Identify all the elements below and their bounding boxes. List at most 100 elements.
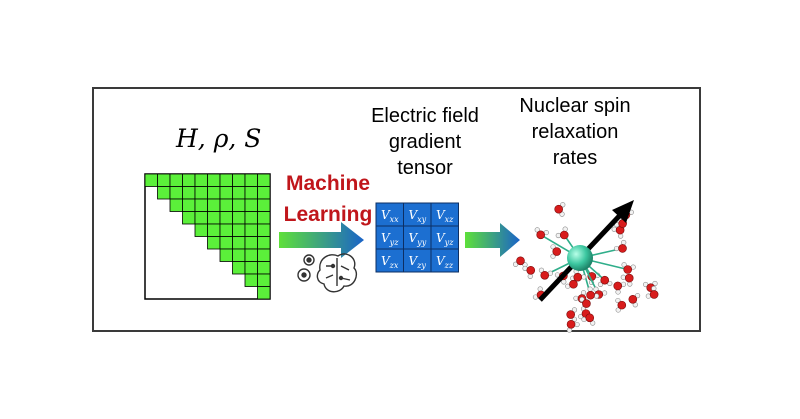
tensor-cell-label: Vzx <box>381 254 399 270</box>
matrix-cell <box>232 223 246 237</box>
oxygen-atom <box>628 294 638 304</box>
matrix-cell <box>244 173 258 187</box>
matrix-cell <box>207 211 221 225</box>
water-molecule <box>554 202 566 217</box>
matrix-cell <box>257 286 271 300</box>
hydrogen-atom <box>561 279 567 285</box>
water-molecule <box>613 281 627 295</box>
water-molecule <box>522 265 536 279</box>
matrix-cell <box>194 198 208 212</box>
matrix-cell <box>182 173 196 187</box>
matrix-cell <box>244 198 258 212</box>
matrix-cell <box>194 211 208 225</box>
water-molecule <box>566 307 578 322</box>
water-molecule <box>581 313 596 326</box>
ml-arrow <box>279 222 364 258</box>
hydrogen-atom <box>593 293 600 299</box>
matrix-cell <box>169 173 183 187</box>
water-molecule <box>555 226 581 259</box>
hydrogen-atom <box>573 295 579 301</box>
matrix-cell <box>157 173 171 187</box>
matrix-cell <box>157 186 171 200</box>
tensor-label: Electric field gradient tensor <box>355 103 495 181</box>
hydrogen-atom <box>611 226 617 232</box>
oxygen-atom <box>600 275 610 285</box>
matrix-cell <box>219 236 233 250</box>
hydrogen-atom <box>555 232 561 239</box>
matrix-cell <box>182 198 196 212</box>
hydrogen-atom <box>651 285 657 292</box>
matrix-cell <box>244 273 258 287</box>
tensor-cell-label: Vzy <box>409 254 427 270</box>
matrix-cell <box>257 211 271 225</box>
oxygen-atom <box>516 256 525 266</box>
hydrogen-atom <box>562 226 568 232</box>
matrix-cell <box>219 223 233 237</box>
hydrogen-atom <box>620 274 626 280</box>
matrix-cell <box>232 173 246 187</box>
hydrogen-atom <box>560 202 566 208</box>
hydrogen-atom <box>587 286 593 292</box>
hydrogen-atom <box>613 245 620 252</box>
matrix-cell <box>207 198 221 212</box>
tensor-label-line-3: tensor <box>397 157 453 179</box>
matrix-cell <box>232 198 246 212</box>
tensor-cell-label: Vxx <box>381 208 399 224</box>
oxygen-atom <box>649 290 659 299</box>
gears-icon <box>297 254 315 282</box>
matrix-cell <box>194 173 208 187</box>
matrix-cell <box>232 211 246 225</box>
oxygen-atom <box>586 290 595 300</box>
matrix-cell <box>232 261 246 275</box>
matrix-cell <box>219 186 233 200</box>
hydrogen-atom <box>550 244 556 250</box>
hydrogen-atom <box>634 293 641 299</box>
oxygen-atom <box>554 204 563 214</box>
oxygen-atom <box>540 270 550 280</box>
oxygen-atom <box>617 300 627 310</box>
matrix-cell <box>219 211 233 225</box>
hydrogen-atom <box>550 253 556 259</box>
water-molecule <box>611 225 625 239</box>
oxygen-atom <box>585 313 595 323</box>
tensor-cell-label: Vyz <box>436 231 454 247</box>
hydrogen-atom <box>513 261 519 267</box>
water-molecule <box>566 319 580 333</box>
matrix-cell <box>244 248 258 262</box>
output-label-line-1: Nuclear spin <box>519 95 631 117</box>
hydrogen-atom <box>652 280 658 287</box>
matrix-cell <box>244 236 258 250</box>
hydrogen-atom <box>574 321 580 328</box>
output-label-line-2: relaxation <box>531 121 619 143</box>
method-label: Machine Learning <box>278 168 378 230</box>
oxygen-atom <box>624 273 634 283</box>
matrix-cell <box>207 236 221 250</box>
matrix-cell <box>257 198 271 212</box>
hydrogen-atom <box>581 274 587 280</box>
matrix-cell <box>207 223 221 237</box>
matrix-cell <box>169 186 183 200</box>
hydrogen-atom <box>537 286 543 292</box>
matrix-cell <box>257 248 271 262</box>
oxygen-atom <box>536 230 545 240</box>
water-molecule <box>615 297 627 313</box>
matrix-cell <box>244 261 258 275</box>
matrix-cell <box>232 186 246 200</box>
oxygen-atom <box>573 272 583 282</box>
tensor-cell-label: Vyz <box>381 231 399 247</box>
matrix-cell <box>244 223 258 237</box>
matrix-cell <box>194 223 208 237</box>
output-label-line-3: rates <box>552 147 598 169</box>
hydrogen-atom <box>597 281 604 287</box>
hydrogen-atom <box>615 297 621 304</box>
oxygen-atom <box>559 230 569 240</box>
matrix-cell <box>257 186 271 200</box>
output-label: Nuclear spin relaxation rates <box>505 93 645 171</box>
oxygen-atom <box>618 244 627 253</box>
tensor-cell-label: Vxz <box>436 208 454 224</box>
matrix-cell <box>257 223 271 237</box>
output-arrow <box>465 223 520 257</box>
oxygen-atom <box>552 247 562 256</box>
